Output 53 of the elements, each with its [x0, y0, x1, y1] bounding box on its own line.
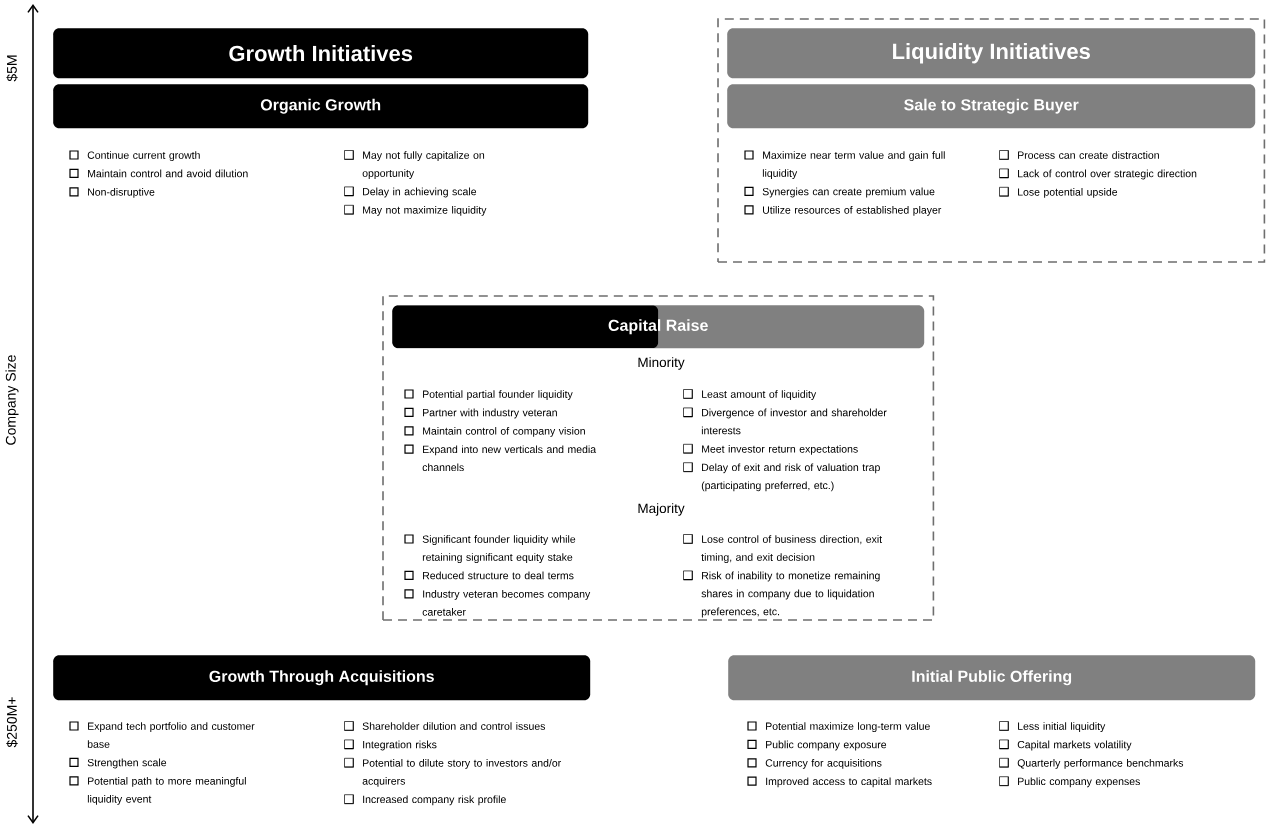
title-banner: Organic Growth: [53, 84, 589, 129]
bullet-text: Lose control of business direction, exit timing, and exit decision: [701, 535, 882, 563]
bullet-text: Maintain control and avoid dilution: [88, 169, 248, 178]
bullet-text: Non-disruptive: [88, 188, 155, 198]
bullet-text: Quarterly performance benchmarks: [1017, 759, 1184, 769]
bullet-text: Utilize resources of established player: [763, 206, 942, 216]
axis-label: Company Size: [5, 355, 19, 445]
title-banner: Capital Raise: [392, 305, 925, 349]
bullet-text: Lose potential upside: [1018, 188, 1118, 198]
bullet-text: Public company exposure: [766, 740, 887, 751]
bullet-text: Integration risks: [363, 740, 437, 751]
title-banner: Liquidity Initiatives: [727, 28, 1256, 79]
bullet-text: Reduced structure to deal terms: [423, 571, 574, 580]
bullet-text: Delay in achieving scale: [363, 187, 477, 198]
bullet-text: Continue current growth: [87, 151, 200, 161]
dashed-group-box: [717, 18, 1266, 263]
bullet-text: Maintain control of company vision: [423, 427, 585, 437]
bullet-text: Potential to dilute story to investors and/or acquirers: [362, 759, 561, 787]
bullet-text: Least amount of liquidity: [702, 390, 817, 400]
bullet-text: Industry veteran becomes company caretaker: [422, 590, 591, 616]
bullet-text: Capital markets volatility: [1017, 740, 1132, 751]
bullet-text: May not fully capitalize on opportunity: [362, 151, 485, 179]
bullet-text: Increased company risk profile: [363, 795, 506, 806]
bullet-text: Synergies can create premium value: [762, 187, 935, 198]
title-banner: Growth Initiatives: [53, 28, 589, 79]
title-banner: Initial Public Offering: [728, 655, 1256, 701]
bullet-text: Meet investor return expectations: [702, 445, 858, 455]
bullet-text: May not maximize liquidity: [363, 206, 487, 216]
title-banner: Growth Through Acquisitions: [53, 655, 591, 701]
bullet-text: Partner with industry veteran: [423, 408, 557, 419]
bullet-text: Public company expenses: [1018, 777, 1140, 788]
bullet-text: Divergence of investor and shareholder interests: [701, 408, 887, 435]
axis-label: $5M: [6, 55, 18, 82]
bullet-text: Currency for acquisitions: [765, 759, 882, 769]
bullet-text: Potential partial founder liquidity: [423, 390, 573, 400]
bullet-text: Potential maximize long-term value: [766, 722, 930, 732]
bullet-text: Potential path to more meaningful liquidity event: [87, 777, 246, 805]
bullet-text: Process can create distraction: [1018, 151, 1159, 159]
title-banner: Sale to Strategic Buyer: [727, 84, 1256, 129]
bullet-text: Expand tech portfolio and customer base: [87, 722, 255, 748]
bullet-text: Strengthen scale: [87, 758, 167, 769]
section-heading: Majority: [638, 503, 685, 516]
axis-label: $250M+: [6, 697, 18, 748]
bullet-text: Shareholder dilution and control issues: [362, 722, 546, 730]
bullet-text: Maximize near term value and gain full liquidity: [762, 151, 945, 179]
bullet-text: Delay of exit and risk of valuation trap (participating preferred, etc.): [701, 463, 880, 492]
bullet-text: Expand into new verticals and media channels: [422, 445, 597, 472]
bullet-text: Improved access to capital markets: [766, 777, 932, 788]
bullet-text: Lack of control over strategic direction: [1018, 169, 1197, 180]
bullet-text: Significant founder liquidity while retaining significant equity stake: [422, 535, 576, 563]
dashed-group-box: [382, 295, 935, 621]
bullet-text: Risk of inability to monetize remaining shares in company due to liquidation preferences, etc.: [701, 571, 880, 618]
bullet-text: Less initial liquidity: [1018, 722, 1106, 732]
